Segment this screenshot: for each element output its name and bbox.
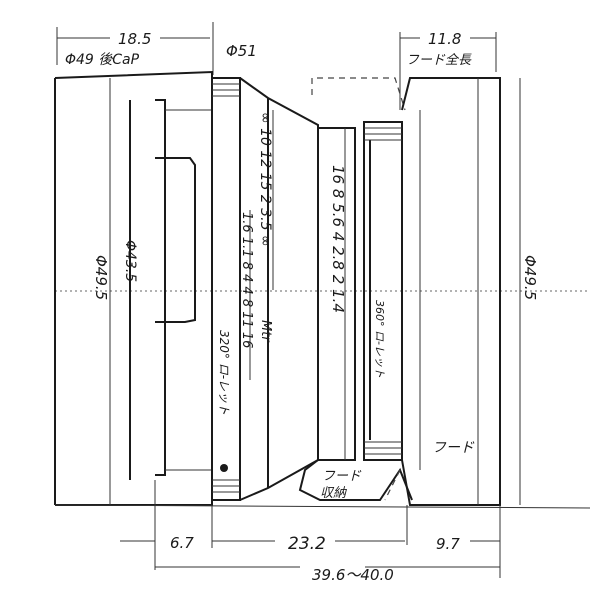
- rear-cap: [54, 70, 213, 506]
- index-dot: [220, 464, 228, 472]
- left-outer-diameter: Φ49.5: [92, 255, 110, 300]
- total-length: 39.6～40.0: [312, 566, 394, 584]
- bottom-dimensions: 6.7 23.2 9.7 39.6～40.0: [54, 480, 591, 584]
- lens-hood: [401, 77, 501, 506]
- hood-storage-area: [298, 459, 413, 501]
- rear-knurled-ring: [211, 77, 241, 501]
- distance-scale-meters: 1.6 1.1 8 4 4 8 11 16: [239, 212, 254, 348]
- hood-length: 11.8: [428, 30, 461, 48]
- rear-cap-dimension: 18.5 Φ49 後CaP Φ51: [56, 22, 257, 75]
- hood-label: フード: [432, 440, 475, 456]
- left-inner-diameter: Φ43.5: [122, 240, 138, 282]
- hood-storage-label-2: 収納: [320, 486, 347, 501]
- body-length: 23.2: [288, 534, 326, 554]
- front-knurled-ring: [363, 121, 403, 461]
- rear-cap-length: 18.5: [118, 30, 151, 48]
- hood-storage-label-1: フード: [322, 469, 362, 484]
- stored-hood-outline: [311, 77, 406, 111]
- aperture-ring: [317, 127, 356, 461]
- distance-unit: Mtr: [258, 320, 273, 343]
- ring-diameter: Φ51: [226, 42, 257, 60]
- cap-depth: 6.7: [170, 534, 194, 552]
- right-diameter: Φ49.5: [521, 255, 539, 300]
- rear-cap-label: Φ49 後CaP: [65, 52, 140, 68]
- distance-scale-feet: ∞ 10 12 15 2 3.5 ∞: [257, 112, 273, 247]
- rear-rotation-label: 320° ロ-レット: [217, 330, 231, 415]
- hood-length-label: フード全長: [406, 52, 472, 68]
- aperture-scale: 16 8 5.6 4 2.8 2 1.4: [329, 165, 347, 313]
- hood-depth: 9.7: [436, 535, 460, 553]
- hood-length-dimension: 11.8 フード全長: [399, 30, 497, 110]
- front-rotation-label: 360° ロ-レット: [373, 300, 386, 378]
- right-diameter-dimension: Φ49.5: [519, 78, 539, 505]
